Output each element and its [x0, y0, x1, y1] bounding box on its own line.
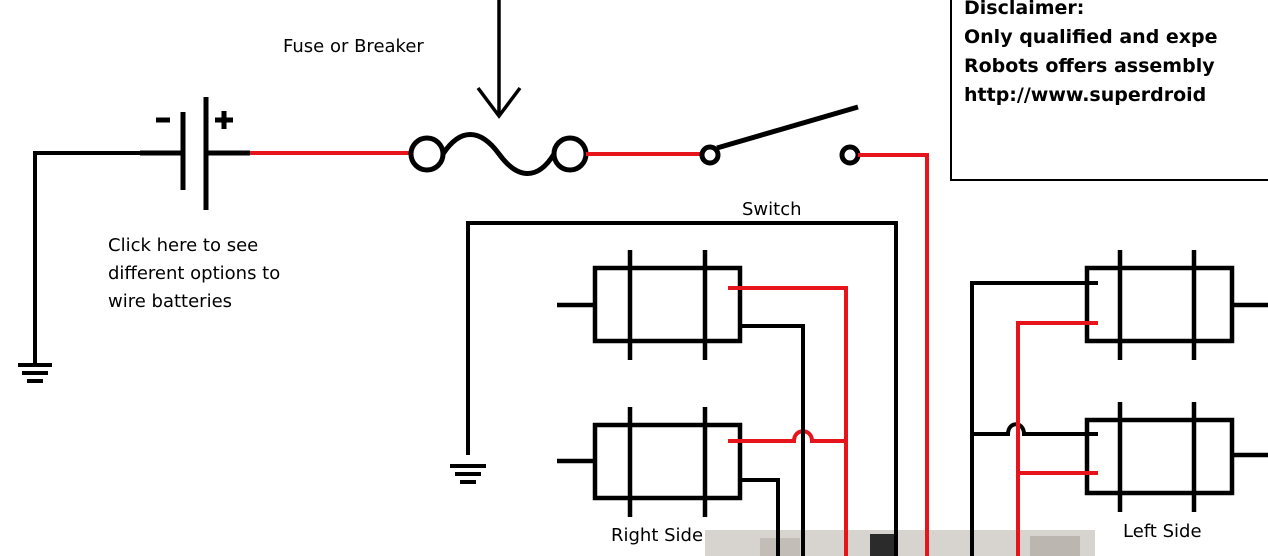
right-side-wiring: [728, 286, 848, 556]
fuse-symbol: [408, 132, 589, 176]
motor-right-top: [557, 250, 743, 360]
disclaimer-box: Disclaimer: Only qualified and expe Robo…: [950, 0, 1268, 181]
ground-symbol-center: [450, 464, 486, 484]
battery-ground-wire: [33, 151, 140, 365]
fuse-label: Fuse or Breaker: [283, 36, 424, 57]
fuse-arrow: [476, 0, 522, 119]
disclaimer-link[interactable]: http://www.superdroid: [964, 84, 1207, 106]
left-side-label: Left Side: [1123, 521, 1202, 542]
right-side-label: Right Side: [611, 525, 704, 546]
switch-symbol: [699, 104, 861, 166]
battery-options-link[interactable]: Click here to see different options to w…: [108, 235, 281, 312]
switch-label: Switch: [742, 199, 802, 220]
disclaimer-title: Disclaimer:: [964, 0, 1085, 19]
motor-left-bottom: [1084, 402, 1268, 512]
ground-symbol-left: [18, 363, 52, 383]
left-side-wiring: [970, 281, 1098, 556]
motor-ground-wire: [466, 221, 898, 556]
motor-right-bottom: [557, 407, 743, 517]
power-wire-switch-feed: [858, 153, 929, 556]
motor-left-top: [1084, 250, 1268, 360]
battery-symbol: [140, 97, 250, 210]
board-photo: [705, 530, 1095, 556]
disclaimer-line-1: Only qualified and expe: [964, 26, 1218, 48]
disclaimer-line-2: Robots offers assembly: [964, 55, 1215, 77]
